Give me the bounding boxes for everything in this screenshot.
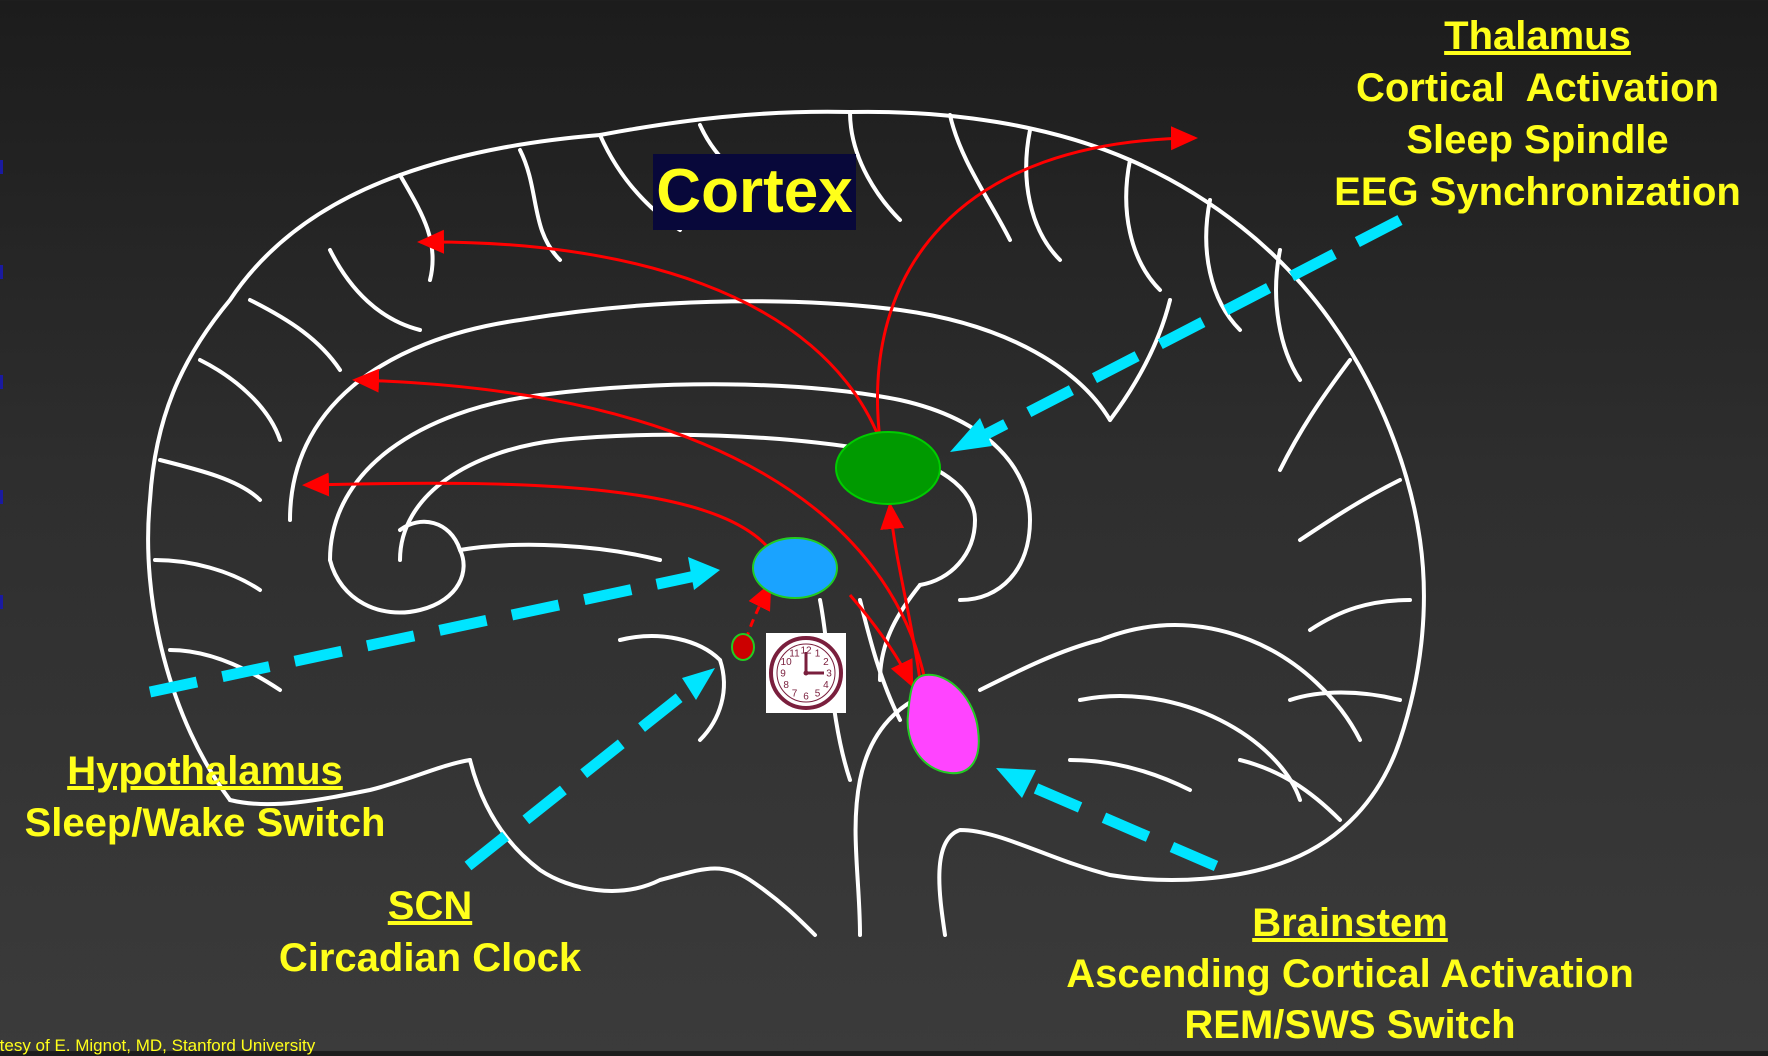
clock-numeral: 11 [789, 649, 800, 660]
image-credit: rtesy of E. Mignot, MD, Stanford Univers… [0, 1036, 420, 1056]
clock-numeral: 7 [792, 688, 798, 699]
thalamus-nucleus [836, 432, 940, 504]
thalamus-line-1: Cortical Activation [1310, 62, 1765, 114]
thalamus-to-frontal-arrow [420, 242, 880, 440]
brainstem-title: Brainstem [1035, 898, 1665, 949]
clock-numeral: 6 [803, 692, 809, 703]
brainstem-arrowhead [996, 768, 1036, 798]
hypothalamus-label: Hypothalamus Sleep/Wake Switch [0, 745, 410, 849]
clock-numeral: 9 [780, 669, 786, 680]
clock-numeral: 4 [823, 680, 829, 691]
thalamus-to-cortex-top-arrow [878, 138, 1195, 440]
brainstem-nucleus [908, 675, 979, 773]
cortex-label: Cortex [653, 154, 856, 230]
thalamus-line-2: Sleep Spindle [1310, 114, 1765, 166]
scn-title: SCN [250, 880, 610, 932]
clock-numeral: 3 [826, 669, 832, 680]
scn-to-hypothalamus-arrow [746, 585, 770, 640]
hypothalamus-arrowhead [688, 557, 720, 590]
scn-arrowhead [682, 668, 715, 700]
brainstem-line-1: Ascending Cortical Activation [1035, 949, 1665, 1000]
clock-numeral: 1 [815, 649, 821, 660]
scn-nucleus [732, 634, 754, 660]
thalamus-label: Thalamus Cortical Activation Sleep Spind… [1310, 10, 1765, 218]
clock-numeral: 5 [815, 688, 821, 699]
hypothalamus-line-1: Sleep/Wake Switch [0, 797, 410, 849]
brainstem-dashed-arrow [1028, 785, 1216, 866]
brainstem-label: Brainstem Ascending Cortical Activation … [1035, 898, 1665, 1051]
thalamus-arrowhead [950, 418, 992, 452]
brainstem-line-2: REM/SWS Switch [1035, 1000, 1665, 1051]
scn-label: SCN Circadian Clock [250, 880, 610, 984]
scn-dashed-arrow [468, 685, 695, 866]
clock-numeral: 2 [823, 657, 829, 668]
thalamus-line-3: EEG Synchronization [1310, 166, 1765, 218]
hypothalamus-title: Hypothalamus [0, 745, 410, 797]
scn-line-1: Circadian Clock [250, 932, 610, 984]
clock-numeral: 8 [783, 680, 789, 691]
hypothalamus-to-frontal-arrow [305, 483, 780, 565]
hypothalamus-dashed-arrow [150, 575, 700, 692]
hypothalamus-nucleus [753, 538, 837, 598]
thalamus-title: Thalamus [1310, 10, 1765, 62]
